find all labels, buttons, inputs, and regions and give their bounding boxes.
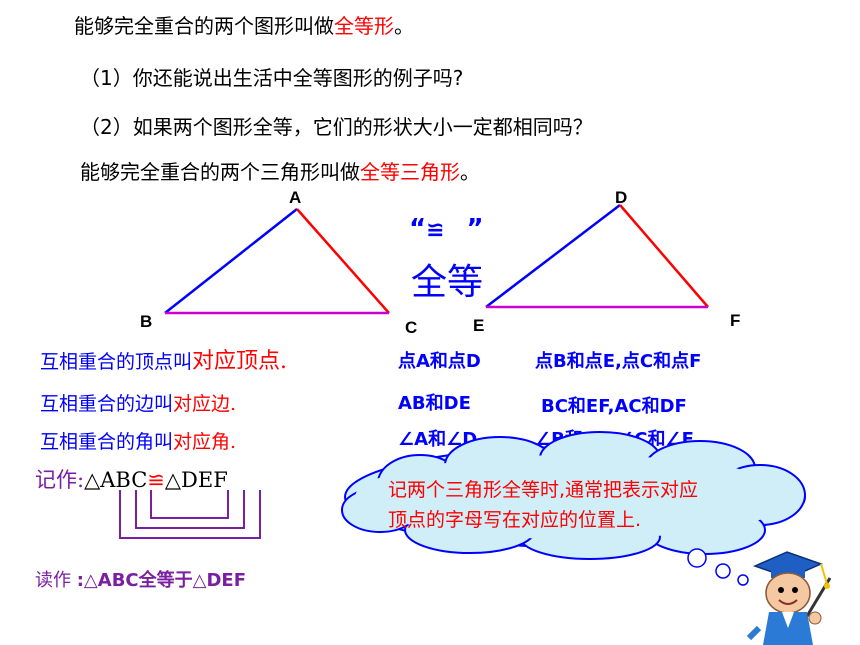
period: 。 [394, 14, 414, 38]
close-quote: ” [466, 214, 484, 244]
cloud-text: 记两个三角形全等时,通常把表示对应 顶点的字母写在对应的位置上. [388, 475, 698, 535]
thought-bubble-dot [687, 548, 707, 568]
read-label: 读作 [35, 570, 77, 591]
thought-bubble-dot [715, 563, 731, 579]
bracket-a-d [119, 490, 261, 539]
sides-term: 对应边. [173, 393, 237, 415]
bracket-b-e [135, 490, 245, 529]
open-quote: “ [409, 214, 427, 244]
corresponding-vertices-definition: 互相重合的顶点叫对应顶点. [40, 343, 287, 375]
side-ab [164, 208, 298, 314]
sides-prefix: 互相重合的边叫 [40, 393, 174, 415]
thought-bubble-dot [737, 574, 749, 586]
question-1: （1）你还能说出生活中全等图形的例子吗? [80, 66, 464, 90]
bracket-c-f [150, 490, 229, 519]
vertex-correspondence-2: 点B和点E,点C和点F [535, 351, 702, 372]
congruent-triangles-term: 全等三角形 [360, 160, 460, 184]
vertex-c-label: C [405, 318, 418, 337]
definition-text: 能够完全重合的两个三角形叫做 [80, 160, 360, 184]
professor-cartoon-icon [746, 551, 832, 645]
side-df [619, 204, 709, 308]
write-label: 记作: [35, 468, 85, 492]
congruence-symbol: “≌ ” [409, 214, 484, 244]
side-de [485, 204, 621, 308]
side-correspondence-2: BC和EF,AC和DF [541, 396, 687, 417]
notation-written: 记作:△ABC≌△DEF [35, 464, 228, 494]
corresponding-angles-definition: 互相重合的角叫对应角. [40, 427, 236, 454]
question-2: （2）如果两个图形全等，它们的形状大小一定都相同吗？ [80, 115, 593, 139]
angle-correspondence-1: ∠A和∠D [398, 429, 478, 450]
side-ac [296, 208, 390, 314]
vertices-term: 对应顶点. [192, 349, 288, 374]
congruent-figures-definition: 能够完全重合的两个图形叫做全等形。 [74, 10, 414, 39]
cloud-line-1: 记两个三角形全等时,通常把表示对应 [388, 479, 699, 501]
vertices-prefix: 互相重合的顶点叫 [40, 351, 193, 373]
notation-read: 读作 :△ABC全等于△DEF [35, 566, 246, 592]
vertex-d-label: D [615, 188, 628, 207]
congruent-triangles-definition: 能够完全重合的两个三角形叫做全等三角形。 [80, 156, 480, 185]
congruent-sign: ≌ [147, 468, 165, 492]
angles-prefix: 互相重合的角叫 [40, 431, 174, 453]
definition-text: 能够完全重合的两个图形叫做 [74, 14, 334, 38]
vertex-b-label: B [140, 312, 153, 331]
triangle-abc-notation: △ABC [84, 468, 148, 492]
cloud-line-2: 顶点的字母写在对应的位置上. [388, 509, 642, 531]
vertex-a-label: A [289, 188, 302, 207]
triangle-def-notation: △DEF [164, 468, 228, 492]
congruence-sign: ≌ [426, 218, 445, 243]
vertex-f-label: F [730, 311, 741, 330]
congruent-word: 全等 [411, 262, 484, 303]
vertex-e-label: E [473, 316, 485, 335]
angles-term: 对应角. [173, 431, 237, 453]
side-correspondence-1: AB和DE [398, 393, 471, 414]
period: 。 [460, 160, 480, 184]
corresponding-sides-definition: 互相重合的边叫对应边. [40, 389, 236, 416]
congruent-figures-term: 全等形 [334, 14, 394, 38]
read-text: :△ABC全等于△DEF [76, 570, 247, 591]
vertex-correspondence-1: 点A和点D [398, 351, 481, 372]
